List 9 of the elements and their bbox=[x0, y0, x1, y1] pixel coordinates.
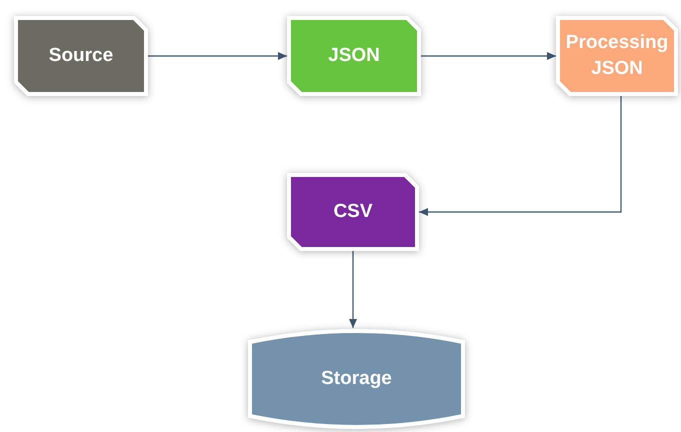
arrow bbox=[419, 96, 622, 216]
arrow bbox=[349, 251, 357, 328]
node-label: JSON bbox=[327, 44, 381, 68]
node-label: Source bbox=[48, 44, 114, 68]
node-label: Storage bbox=[320, 367, 393, 392]
node-label: CSV bbox=[332, 200, 374, 224]
arrow bbox=[148, 52, 287, 60]
node-label: Processing JSON bbox=[564, 31, 670, 81]
arrow bbox=[421, 52, 556, 60]
